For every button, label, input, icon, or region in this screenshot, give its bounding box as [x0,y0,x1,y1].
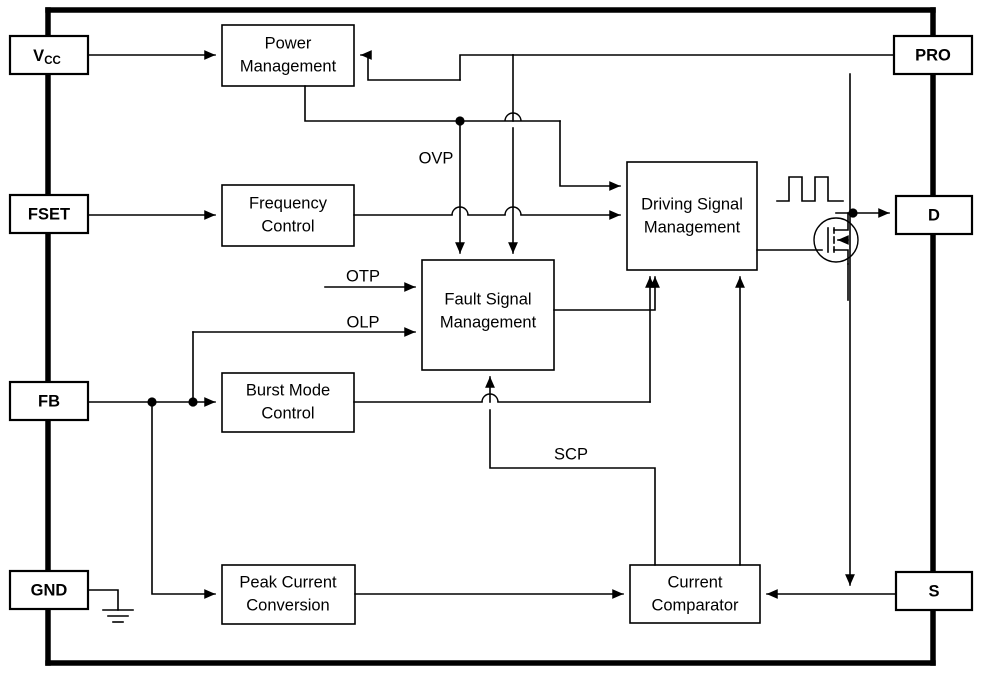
pin-pro-label: PRO [915,46,951,64]
burst-mode-line1: Burst Mode [246,381,330,399]
pin-s[interactable]: S [894,570,974,612]
ground-icon [102,609,134,623]
fault-signal-line2: Management [440,313,537,331]
n-channel-mosfet-icon [813,212,859,265]
pin-s-label: S [928,582,939,600]
svg-text:VCC: VCC [33,47,61,67]
pin-fb-label: FB [38,392,60,410]
pin-pro[interactable]: PRO [892,34,974,76]
wire-hop-top-rail [504,112,522,122]
driving-signal-line1: Driving Signal [641,195,743,213]
frequency-control-line1: Frequency [249,194,328,212]
pin-fset-label: FSET [28,205,70,223]
label-otp: OTP [346,267,380,285]
junction-dot-fb-b [188,397,198,407]
ic-outline [45,7,936,666]
block-current-comparator[interactable]: Current Comparator [629,564,761,624]
label-scp: SCP [554,445,588,463]
wire-hop-ovp [451,206,469,216]
pin-fset[interactable]: FSET [8,193,90,235]
block-burst-mode-control[interactable]: Burst Mode Control [221,372,355,433]
wire-gnd-to-ground-symbol [87,589,119,611]
pin-vcc-subscript: CC [44,55,61,67]
wire-power-to-driving-upper [559,120,621,191]
current-comparator-line1: Current [667,573,722,591]
block-frequency-control[interactable]: Frequency Control [221,184,355,247]
pin-vcc-label: V [33,47,44,65]
driving-signal-line2: Management [644,218,741,236]
peak-current-line2: Conversion [246,596,329,614]
wire-pro-branch [459,54,514,81]
wire-scp-route [489,409,656,566]
pin-d-label: D [928,206,940,224]
wire-hop-pro [504,206,522,216]
label-ovp: OVP [419,149,454,167]
block-driving-signal-management[interactable]: Driving Signal Management [626,161,758,271]
frequency-control-line2: Control [261,217,314,235]
fault-signal-line1: Fault Signal [444,290,531,308]
block-fault-signal-management[interactable]: Fault Signal Management [421,259,555,371]
peak-current-line1: Peak Current [239,573,337,591]
burst-mode-line2: Control [261,404,314,422]
block-peak-current-conversion[interactable]: Peak Current Conversion [221,564,356,625]
pulse-waveform-icon [776,176,844,202]
wire-into-power-management-right [360,50,461,81]
pin-gnd-label: GND [31,581,68,599]
pin-d[interactable]: D [894,194,974,236]
current-comparator-line2: Comparator [651,596,739,614]
wire-fb-to-peak-current [151,401,216,599]
power-management-line1: Power [265,34,312,52]
power-management-line2: Management [240,57,337,75]
pin-gnd[interactable]: GND [8,569,90,611]
junction-dot-drain [848,208,858,218]
pin-fb[interactable]: FB [8,380,90,422]
wire-power-management-bottom [304,85,561,122]
label-olp: OLP [346,313,379,331]
block-power-management[interactable]: Power Management [221,24,355,87]
wire-fault-to-driving [553,276,660,311]
pin-vcc[interactable]: VCC [8,34,90,76]
